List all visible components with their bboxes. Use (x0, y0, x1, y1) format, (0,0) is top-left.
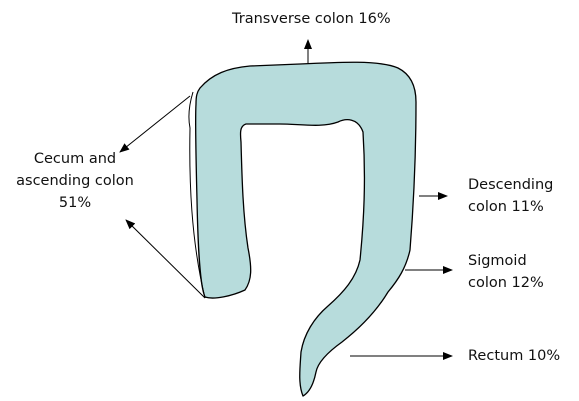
cecum-ascending-label: Cecum and ascending colon 51% (0, 148, 150, 214)
descending-colon-label: Descending colon 11% (468, 174, 553, 218)
transverse-colon-label-text: Transverse colon 16% (232, 11, 391, 27)
rectum-label: Rectum 10% (468, 345, 560, 367)
transverse-colon-label: Transverse colon 16% (232, 8, 391, 30)
descending-label-line2: colon 11% (468, 196, 553, 218)
sigmoid-label-line2: colon 12% (468, 272, 544, 294)
cecum-lower-arrow (126, 220, 205, 298)
cecum-label-line3: 51% (0, 192, 150, 214)
sigmoid-colon-label: Sigmoid colon 12% (468, 250, 544, 294)
descending-label-line1: Descending (468, 174, 553, 196)
rectum-label-text: Rectum 10% (468, 348, 560, 364)
colon-shape (196, 62, 416, 396)
cecum-label-line1: Cecum and (0, 148, 150, 170)
sigmoid-label-line1: Sigmoid (468, 250, 544, 272)
cecum-upper-arrow (120, 96, 190, 152)
cecum-label-line2: ascending colon (0, 170, 150, 192)
